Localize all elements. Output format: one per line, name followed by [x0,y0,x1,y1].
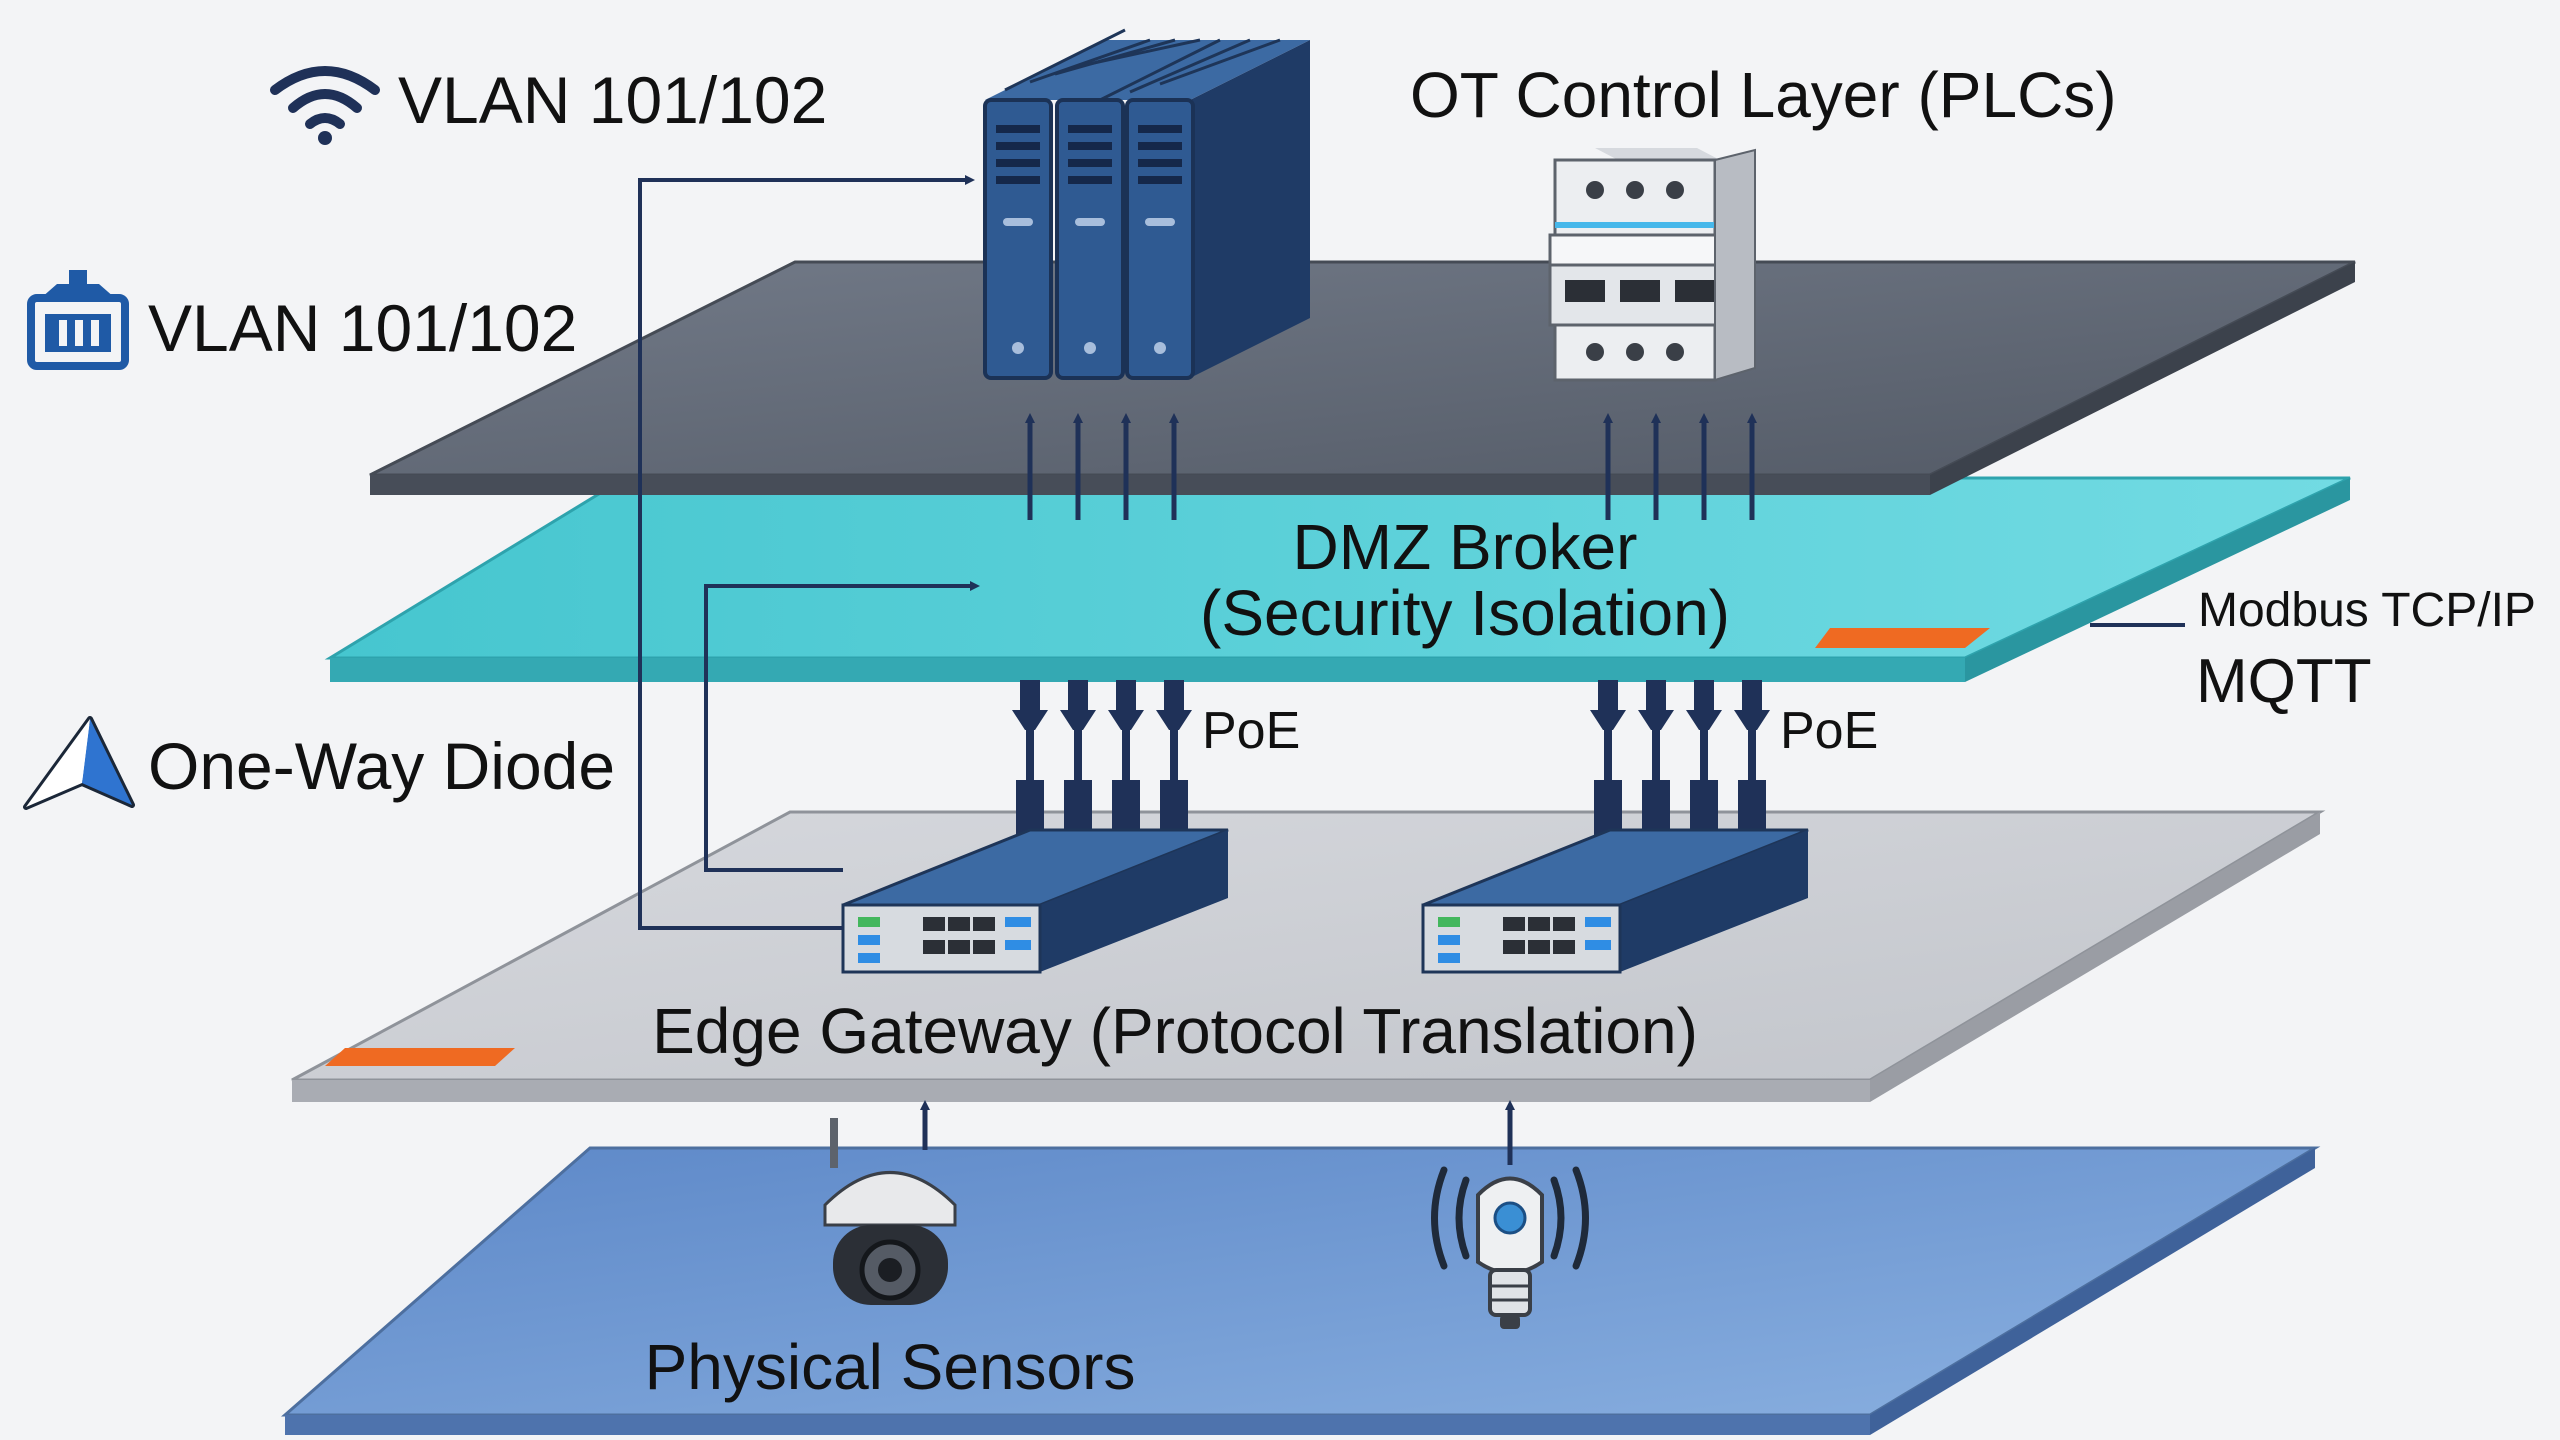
poe-label-left: PoE [1202,702,1301,760]
legend-label-switch: VLAN 101/102 [148,291,578,365]
dmz-title-line1: DMZ Broker [1292,511,1638,583]
gateway-to-dmz-line [704,581,980,872]
dmz-plane [324,476,2351,682]
beacon-sensor-icon [1431,1166,1589,1329]
protocol-label-mqtt: MQTT [2196,647,2372,716]
camera-sensor-icon [823,1118,957,1305]
legend-label-diode: One-Way Diode [148,729,616,803]
dmz-orange-marker [1815,628,1990,648]
poe-label-right: PoE [1780,702,1879,760]
plc-module [1548,148,1756,382]
legend-label-wifi: VLAN 101/102 [398,63,828,137]
server-cluster [983,28,1310,380]
server-unit [1055,98,1125,380]
poe-cables-right [1590,680,1770,835]
network-switch-icon [27,270,129,370]
ot-layer-title: OT Control Layer (PLCs) [1410,59,2117,131]
dmz-to-ot-arrows [1025,413,1757,520]
diode-arrow-icon [23,716,135,810]
sensors-title: Physical Sensors [644,1331,1136,1403]
poe-cables-left [1012,680,1192,835]
edge-title: Edge Gateway (Protocol Translation) [652,995,1698,1067]
ot-plane [369,260,2356,495]
server-unit [983,98,1053,380]
edge-plane [291,810,2326,1102]
sensor-to-edge-arrows [920,1100,1515,1165]
protocol-label-modbus: Modbus TCP/IP [2198,584,2536,637]
server-unit [1125,98,1195,380]
sensors-plane [281,1146,2321,1435]
dmz-title-line2: (Security Isolation) [1200,577,1730,649]
edge-gateway-switch-left [841,828,1229,974]
edge-gateway-switch-right [1421,828,1809,974]
gateway-to-server-line [638,175,975,930]
edge-orange-marker [325,1048,515,1066]
wifi-icon [270,66,380,145]
